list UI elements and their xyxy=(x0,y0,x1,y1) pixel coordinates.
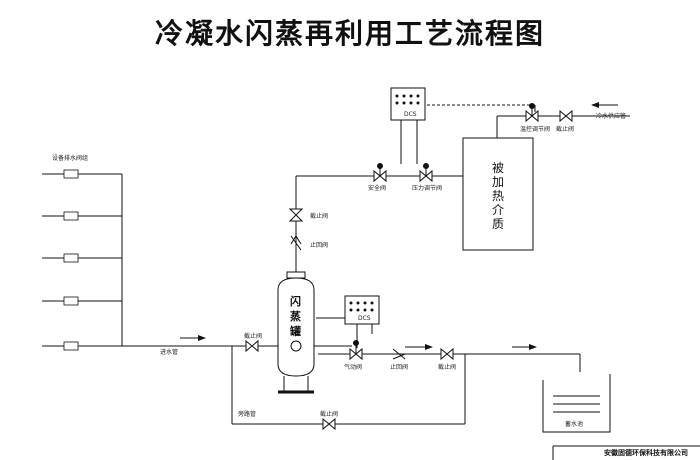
top-stop-valve-label: 截止阀 xyxy=(310,212,328,220)
inlet-valve-label: 截止阀 xyxy=(244,332,262,340)
drain-valve-icon xyxy=(63,169,79,179)
dcs-top-label: DCS xyxy=(404,111,417,118)
top-check-valve-label: 止回阀 xyxy=(310,241,328,249)
inlet-valve-icon xyxy=(245,339,259,353)
drain-valve-group xyxy=(63,169,79,351)
drain-valve-icon xyxy=(63,296,79,306)
bottom-stop-valve-label: 截止阀 xyxy=(438,363,456,371)
bottom-stop-valve-icon xyxy=(440,347,454,361)
bypass-pipe-label: 旁路管 xyxy=(238,410,256,418)
top-stop-valve-icon xyxy=(288,208,304,222)
heated-medium-label-2: 加 xyxy=(492,175,504,189)
pipework xyxy=(42,104,700,460)
temp-valve-label: 温控调节阀 xyxy=(520,125,550,133)
flash-tank xyxy=(277,271,315,394)
safety-valve-label: 安全阀 xyxy=(368,184,386,192)
heated-medium-label-1: 被 xyxy=(492,161,504,175)
flash-tank-label-2: 蒸 xyxy=(290,309,301,323)
flash-tank-label-3: 罐 xyxy=(289,324,301,338)
bypass-valve-icon xyxy=(322,417,336,431)
company-name: 安徽固德环保科技有限公司 xyxy=(604,448,688,457)
dcs-lamps xyxy=(349,94,420,312)
drain-valve-icon xyxy=(63,211,79,221)
right-stop-valve-label: 截止阀 xyxy=(556,125,574,133)
heated-medium-label-5: 质 xyxy=(492,217,504,231)
top-check-valve-icon xyxy=(290,235,302,251)
dcs-tank-label: DCS xyxy=(358,315,371,322)
drain-valve-icon xyxy=(63,253,79,263)
equipment-header-label: 设备排水阀组 xyxy=(52,154,88,162)
bottom-check-valve-label: 止回阀 xyxy=(390,363,408,371)
valves xyxy=(245,109,573,431)
heated-medium-label-4: 介 xyxy=(492,203,504,217)
heated-medium-label-3: 热 xyxy=(492,189,504,203)
dcs-panels xyxy=(344,87,426,325)
water-tank-label: 蓄水池 xyxy=(565,420,583,428)
page-title: 冷凝水闪蒸再利用工艺流程图 xyxy=(154,17,545,50)
right-stop-valve-icon xyxy=(559,109,573,123)
bottom-check-valve-icon xyxy=(392,348,406,360)
drain-valve-icon xyxy=(63,341,79,351)
level-valve-label: 气动阀 xyxy=(344,363,362,371)
pressure-valve-label: 压力调节阀 xyxy=(412,184,442,192)
valve-actuators xyxy=(353,103,535,354)
bypass-valve-label: 截止阀 xyxy=(320,410,338,418)
tank-port-icon xyxy=(290,340,302,352)
flash-tank-label-1: 闪 xyxy=(290,294,301,308)
inlet-pipe-label: 进水管 xyxy=(160,348,178,356)
cold-water-label: 冷水供应管 xyxy=(596,112,626,120)
flow-arrows xyxy=(180,102,618,350)
